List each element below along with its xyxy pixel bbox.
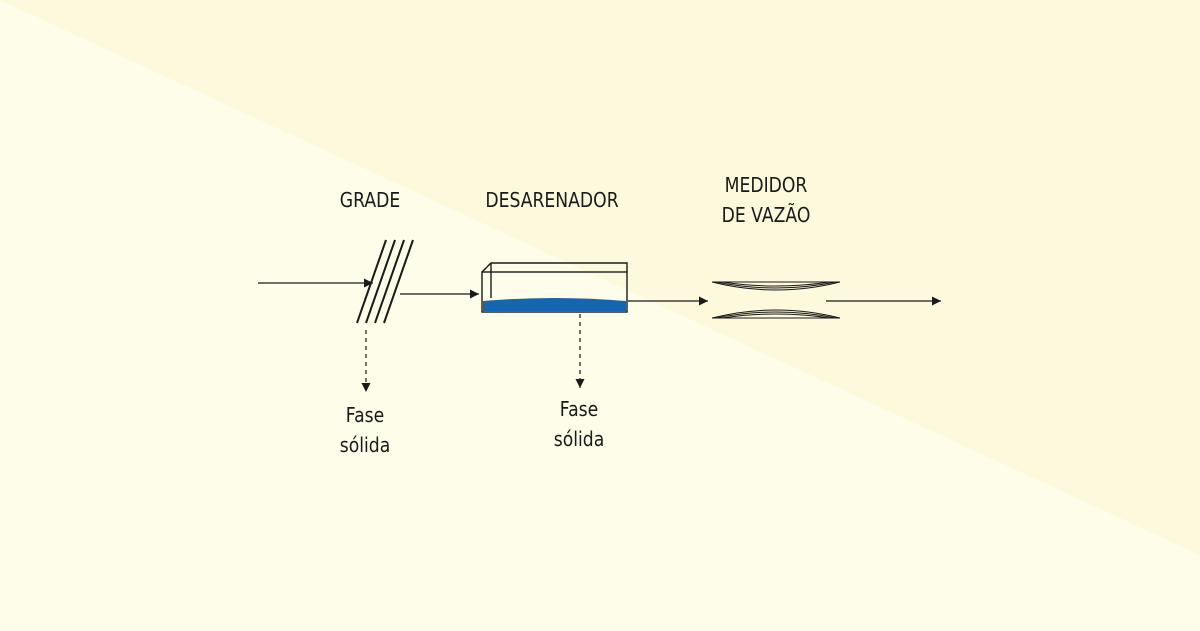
medidor-de-vazao [711,281,841,319]
desarenador-sediment [483,298,626,311]
medidor-top-curve [715,281,837,289]
grade-label: GRADE [339,188,401,212]
grade-fase-label-line1: Fase [345,403,385,427]
desarenador-top [481,262,628,273]
grade-bar [356,239,387,324]
medidor-label-line2: DE VAZÃO [721,203,811,227]
desarenador-fase-label-line2: sólida [553,427,605,451]
medidor-bottom-curve [715,311,837,319]
grade-bar [383,239,414,324]
background-band [0,0,1200,555]
desarenador-fase-label-line1: Fase [559,397,599,421]
grade-fase-label-line2: sólida [339,433,391,457]
medidor-top-curve [721,281,831,287]
desarenador-label: DESARENADOR [485,188,619,212]
grade-bar [365,239,396,324]
medidor-top-curve [711,281,841,291]
grade-bar [374,239,405,324]
grade-screen [356,239,414,324]
medidor-bottom-curve [721,313,831,319]
desarenador-tank [481,262,628,313]
desarenador-front [481,271,628,313]
medidor-label-line1: MEDIDOR [724,173,808,197]
medidor-bottom-curve [711,309,841,319]
